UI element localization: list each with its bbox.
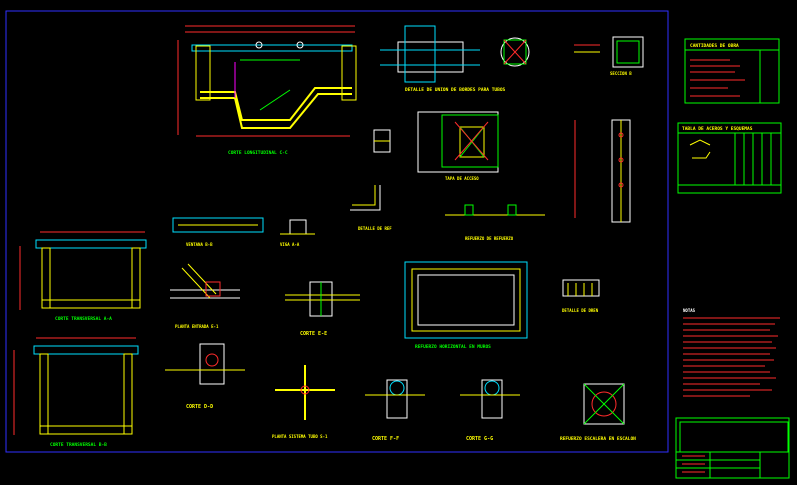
label-detalle-union: DETALLE DE UNION DE BORDES PARA TUBOS [405,87,506,93]
label-tapa: TAPA DE ACCESO [445,176,479,181]
vertical-section [574,119,631,223]
seccion-b: SECCION B [574,36,644,76]
label-ventana-bb: VENTANA B-B [186,242,213,247]
corte-dd: CORTE D-D [165,343,245,410]
label-corte-dd: CORTE D-D [186,404,213,410]
label-viga-aa: VIGA A-A [280,242,300,247]
label-refuerzo-horizontal: REFUERZO HORIZONTAL EN MUROS [415,344,491,350]
cantidades-table: CANTIDADES DE OBRA [684,38,780,104]
notes-block: NOTAS [683,308,780,397]
viga-aa: VIGA A-A [280,219,315,247]
planta-sistema: PLANTA SISTEMA TUBO S-1 [272,365,335,439]
label-seccion-b: SECCION B [610,71,632,76]
corte-longitudinal-cc: CORTE LONGITUDINAL C-C [177,25,357,156]
corte-ff: CORTE F-F [365,379,425,442]
label-refuerzo-ref: REFUERZO DE REFUERZO [465,236,514,241]
ventana-bb: VENTANA B-B [172,217,264,247]
corte-aa: CORTE TRANSVERSAL A-A [19,231,147,322]
detalle-dren: DETALLE DE DREN [562,279,600,313]
detalle-union-tubos: DETALLE DE UNION DE BORDES PARA TUBOS [380,25,530,93]
label-corte-bb: CORTE TRANSVERSAL B-B [50,442,107,448]
label-planta-entrada: PLANTA ENTRADA E-1 [175,324,219,329]
sheet-frame [5,10,669,453]
detalle-ref: DETALLE DE REF [350,129,392,231]
corte-gg: CORTE G-G [460,379,520,442]
label-refuerzo-escalera: REFUERZO ESCALERA EN ESCALON [560,436,636,442]
label-tabla-aceros: TABLA DE ACEROS Y ESQUEMAS [682,126,753,132]
label-notas: NOTAS [683,308,696,313]
label-detalle-dren: DETALLE DE DREN [562,308,599,313]
planta-entrada: PLANTA ENTRADA E-1 [170,263,240,329]
refuerzo-ref: REFUERZO DE REFUERZO [445,204,545,241]
refuerzo-escalera: REFUERZO ESCALERA EN ESCALON [560,383,636,442]
label-cantidades: CANTIDADES DE OBRA [690,43,739,49]
refuerzo-horizontal: REFUERZO HORIZONTAL EN MUROS [404,261,528,350]
tabla-aceros: TABLA DE ACEROS Y ESQUEMAS [677,122,782,194]
title-block [675,417,790,479]
label-detalle-ref: DETALLE DE REF [358,226,392,231]
corte-bb: CORTE TRANSVERSAL B-B [13,337,139,448]
label-planta-sistema: PLANTA SISTEMA TUBO S-1 [272,434,328,439]
label-corte-gg: CORTE G-G [466,436,493,442]
label-corte-aa: CORTE TRANSVERSAL A-A [55,316,112,322]
tapa-acceso: TAPA DE ACCESO [417,111,499,181]
label-corte-ff: CORTE F-F [372,436,399,442]
label-corte-cc: CORTE LONGITUDINAL C-C [228,150,288,156]
label-corte-ee: CORTE E-E [300,331,327,337]
corte-ee: CORTE E-E [285,281,360,337]
